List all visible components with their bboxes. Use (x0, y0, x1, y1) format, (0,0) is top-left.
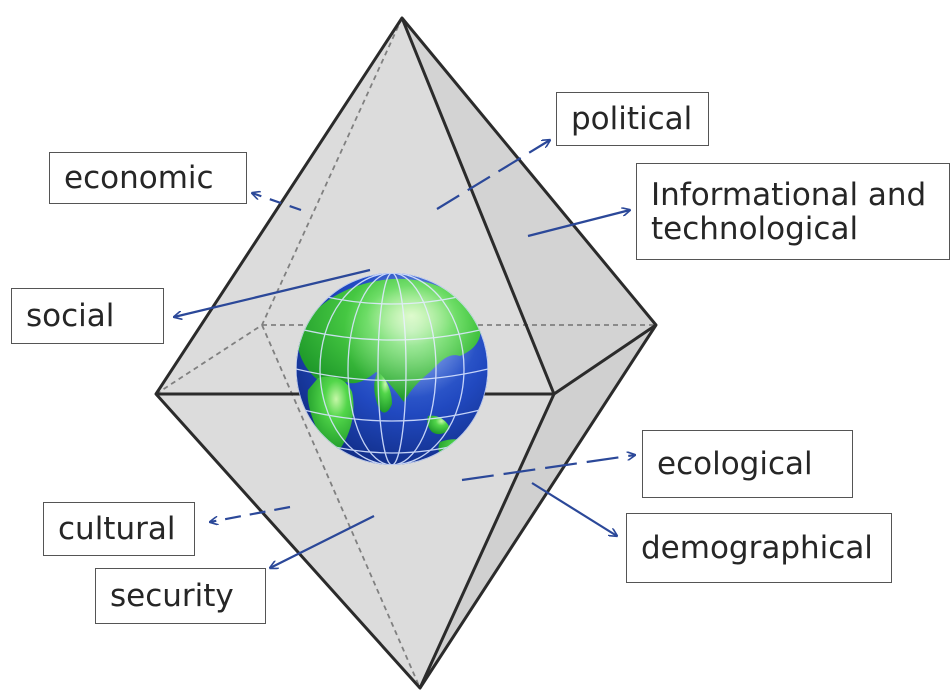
arrow-ecological (461, 455, 635, 482)
label-security-text: security (110, 578, 234, 614)
label-demographical-text: demographical (641, 530, 873, 566)
label-informational-technological: Informational and technological (636, 163, 950, 260)
label-informational-line2: technological (651, 210, 859, 247)
arrow-informational (527, 210, 630, 238)
label-demographical: demographical (626, 513, 892, 583)
label-ecological: ecological (642, 430, 853, 498)
label-political-text: political (571, 101, 693, 137)
arrow-economic (252, 193, 302, 212)
globe-icon (296, 273, 488, 465)
arrow-demographical (531, 482, 617, 536)
arrow-social (174, 268, 371, 317)
label-informational-line1: Informational and (651, 176, 927, 213)
label-economic-text: economic (64, 160, 214, 196)
arrow-security (270, 515, 375, 568)
label-cultural: cultural (43, 502, 195, 556)
arrow-cultural (210, 505, 291, 522)
label-social-text: social (26, 298, 115, 334)
label-economic: economic (49, 152, 247, 204)
label-political: political (556, 92, 709, 146)
label-social: social (11, 288, 164, 344)
label-ecological-text: ecological (657, 446, 813, 482)
label-cultural-text: cultural (58, 511, 176, 547)
arrow-political (436, 140, 550, 210)
arrows (174, 140, 635, 568)
label-security: security (95, 568, 266, 624)
